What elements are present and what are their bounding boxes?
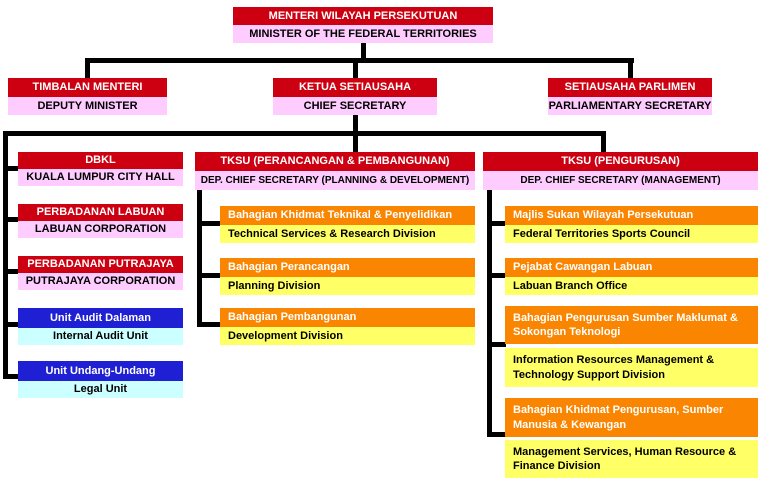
box-subtitle: PUTRAJAYA CORPORATION [18, 273, 183, 290]
division-box-labuan-branch: Pejabat Cawangan Labuan Labuan Branch Of… [505, 258, 758, 295]
division-title: Bahagian Pembangunan [220, 308, 475, 327]
division-box-planning: Bahagian Perancangan Planning Division [220, 258, 475, 295]
division-title: Bahagian Perancangan [220, 258, 475, 277]
connector-line [487, 273, 506, 278]
division-box-sports-council: Majlis Sukan Wilayah Persekutuan Federal… [505, 206, 758, 243]
connector-line [3, 131, 606, 136]
box-title: SETIAUSAHA PARLIMEN [548, 78, 712, 97]
connector-line [3, 217, 19, 222]
division-title: Bahagian Khidmat Teknikal & Penyelidikan [220, 206, 475, 225]
box-title: TKSU (PERANCANGAN & PEMBANGUNAN) [195, 152, 475, 171]
division-box-management-services: Bahagian Khidmat Pengurusan, Sumber Manu… [505, 398, 758, 478]
connector-line [197, 190, 202, 327]
box-title: TKSU (PENGURUSAN) [483, 152, 758, 171]
connector-line [487, 432, 506, 437]
org-box-legal-unit: Unit Undang-Undang Legal Unit [18, 361, 183, 398]
box-title: DBKL [18, 152, 183, 169]
box-title: PERBADANAN LABUAN [18, 204, 183, 221]
org-box-perbadanan-labuan: PERBADANAN LABUAN LABUAN CORPORATION [18, 204, 183, 238]
connector-line [3, 269, 19, 274]
box-title: PERBADANAN PUTRAJAYA [18, 256, 183, 273]
division-title: Bahagian Khidmat Pengurusan, Sumber Manu… [505, 398, 758, 437]
box-title: Unit Audit Dalaman [18, 308, 183, 328]
division-subtitle: Federal Territories Sports Council [505, 225, 758, 243]
division-subtitle: Planning Division [220, 277, 475, 295]
box-title: Unit Undang-Undang [18, 361, 183, 381]
box-title: MENTERI WILAYAH PERSEKUTUAN [233, 7, 493, 25]
org-box-tksu-planning: TKSU (PERANCANGAN & PEMBANGUNAN) DEP. CH… [195, 152, 475, 190]
connector-line [487, 221, 506, 226]
box-subtitle: DEP. CHIEF SECRETARY (MANAGEMENT) [483, 171, 758, 190]
box-title: TIMBALAN MENTERI [8, 78, 167, 97]
box-subtitle: CHIEF SECRETARY [273, 97, 437, 115]
connector-line [197, 273, 221, 278]
division-subtitle: Management Services, Human Resource & Fi… [505, 440, 758, 478]
box-subtitle: Internal Audit Unit [18, 328, 183, 345]
box-subtitle: PARLIAMENTARY SECRETARY [548, 97, 712, 115]
division-box-information-resources: Bahagian Pengurusan Sumber Maklumat & So… [505, 306, 758, 387]
org-box-deputy-minister: TIMBALAN MENTERI DEPUTY MINISTER [8, 78, 167, 115]
box-subtitle: MINISTER OF THE FEDERAL TERRITORIES [233, 25, 493, 43]
connector-line [487, 342, 506, 347]
division-subtitle: Development Division [220, 327, 475, 345]
division-box-development: Bahagian Pembangunan Development Divisio… [220, 308, 475, 345]
connector-line [197, 221, 221, 226]
org-box-chief-secretary: KETUA SETIAUSAHA CHIEF SECRETARY [273, 78, 437, 115]
division-subtitle: Labuan Branch Office [505, 277, 758, 295]
connector-line [3, 374, 19, 379]
org-box-minister: MENTERI WILAYAH PERSEKUTUAN MINISTER OF … [233, 7, 493, 43]
division-title: Majlis Sukan Wilayah Persekutuan [505, 206, 758, 225]
connector-line [601, 131, 606, 153]
connector-line [85, 58, 90, 78]
org-box-internal-audit-unit: Unit Audit Dalaman Internal Audit Unit [18, 308, 183, 345]
box-subtitle: KUALA LUMPUR CITY HALL [18, 169, 183, 186]
org-box-perbadanan-putrajaya: PERBADANAN PUTRAJAYA PUTRAJAYA CORPORATI… [18, 256, 183, 290]
box-subtitle: DEPUTY MINISTER [8, 97, 167, 115]
connector-line [353, 58, 358, 78]
division-box-technical-services: Bahagian Khidmat Teknikal & Penyelidikan… [220, 206, 475, 243]
box-title: KETUA SETIAUSAHA [273, 78, 437, 97]
org-box-parliamentary-secretary: SETIAUSAHA PARLIMEN PARLIAMENTARY SECRET… [548, 78, 712, 115]
connector-line [628, 58, 633, 78]
division-subtitle: Information Resources Management & Techn… [505, 348, 758, 387]
connector-line [3, 166, 19, 171]
connector-line [487, 190, 492, 437]
connector-line [197, 322, 221, 327]
org-box-dbkl: DBKL KUALA LUMPUR CITY HALL [18, 152, 183, 186]
box-subtitle: DEP. CHIEF SECRETARY (PLANNING & DEVELOP… [195, 171, 475, 190]
connector-line [361, 42, 366, 58]
connector-line [85, 58, 634, 63]
connector-line [3, 131, 8, 379]
division-subtitle: Technical Services & Research Division [220, 225, 475, 243]
connector-line [3, 322, 19, 327]
division-title: Pejabat Cawangan Labuan [505, 258, 758, 277]
box-subtitle: LABUAN CORPORATION [18, 221, 183, 238]
box-subtitle: Legal Unit [18, 381, 183, 398]
division-title: Bahagian Pengurusan Sumber Maklumat & So… [505, 306, 758, 344]
org-box-tksu-management: TKSU (PENGURUSAN) DEP. CHIEF SECRETARY (… [483, 152, 758, 190]
